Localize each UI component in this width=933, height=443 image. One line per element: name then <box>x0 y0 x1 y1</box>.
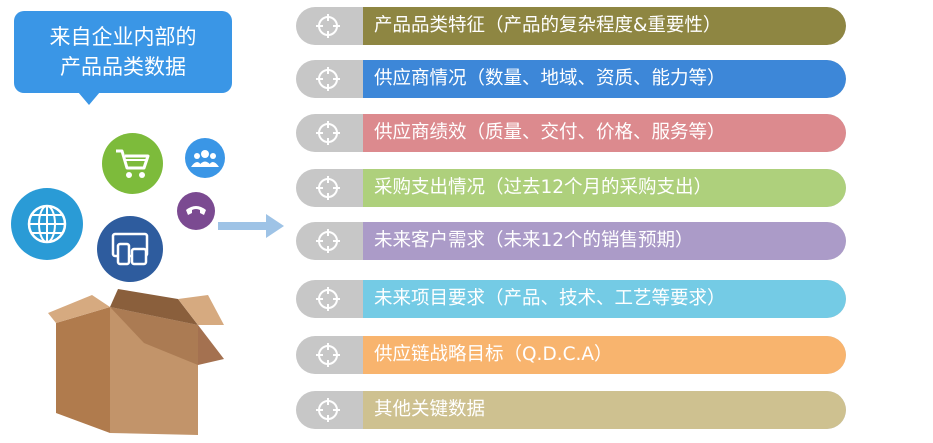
item-color-band <box>363 336 846 374</box>
target-icon <box>316 343 340 367</box>
target-icon <box>316 14 340 38</box>
item-color-band <box>363 169 846 207</box>
item-label: 产品品类特征（产品的复杂程度&重要性） <box>374 15 722 36</box>
item-label: 未来项目要求（产品、技术、工艺等要求） <box>374 288 726 309</box>
item-color-band <box>363 114 846 152</box>
item-label: 供应链战略目标（Q.D.C.A） <box>374 344 613 365</box>
cart-icon <box>102 133 163 194</box>
target-icon <box>316 398 340 422</box>
devices-icon <box>97 216 163 282</box>
item-label: 其他关键数据 <box>374 399 486 420</box>
category-item: 供应链战略目标（Q.D.C.A） <box>296 336 846 374</box>
target-icon <box>316 229 340 253</box>
item-label: 供应商绩效（质量、交付、价格、服务等） <box>374 122 726 143</box>
category-item: 未来项目要求（产品、技术、工艺等要求） <box>296 280 846 318</box>
category-item: 产品品类特征（产品的复杂程度&重要性） <box>296 7 846 45</box>
item-label: 未来客户需求（未来12个的销售预期） <box>374 230 694 251</box>
item-color-band <box>363 7 846 45</box>
item-color-band <box>363 280 846 318</box>
item-label: 采购支出情况（过去12个月的采购支出） <box>374 177 713 198</box>
category-item: 其他关键数据 <box>296 391 846 429</box>
box-icon <box>48 289 224 435</box>
item-color-band <box>363 222 846 260</box>
target-icon <box>316 121 340 145</box>
category-item: 采购支出情况（过去12个月的采购支出） <box>296 169 846 207</box>
category-item: 未来客户需求（未来12个的销售预期） <box>296 222 846 260</box>
callout-line-2: 产品品类数据 <box>60 55 186 79</box>
group-icon <box>185 138 225 178</box>
target-icon <box>316 67 340 91</box>
source-callout: 来自企业内部的 产品品类数据 <box>14 11 232 105</box>
callout-line-1: 来自企业内部的 <box>49 25 197 49</box>
item-label: 供应商情况（数量、地域、资质、能力等） <box>374 68 726 89</box>
item-color-band <box>363 391 846 429</box>
item-color-band <box>363 60 846 98</box>
category-item: 供应商绩效（质量、交付、价格、服务等） <box>296 114 846 152</box>
arrow-icon <box>218 214 284 238</box>
target-icon <box>316 176 340 200</box>
globe-icon <box>11 188 83 260</box>
target-icon <box>316 287 340 311</box>
phone-icon <box>177 192 215 230</box>
category-item: 供应商情况（数量、地域、资质、能力等） <box>296 60 846 98</box>
